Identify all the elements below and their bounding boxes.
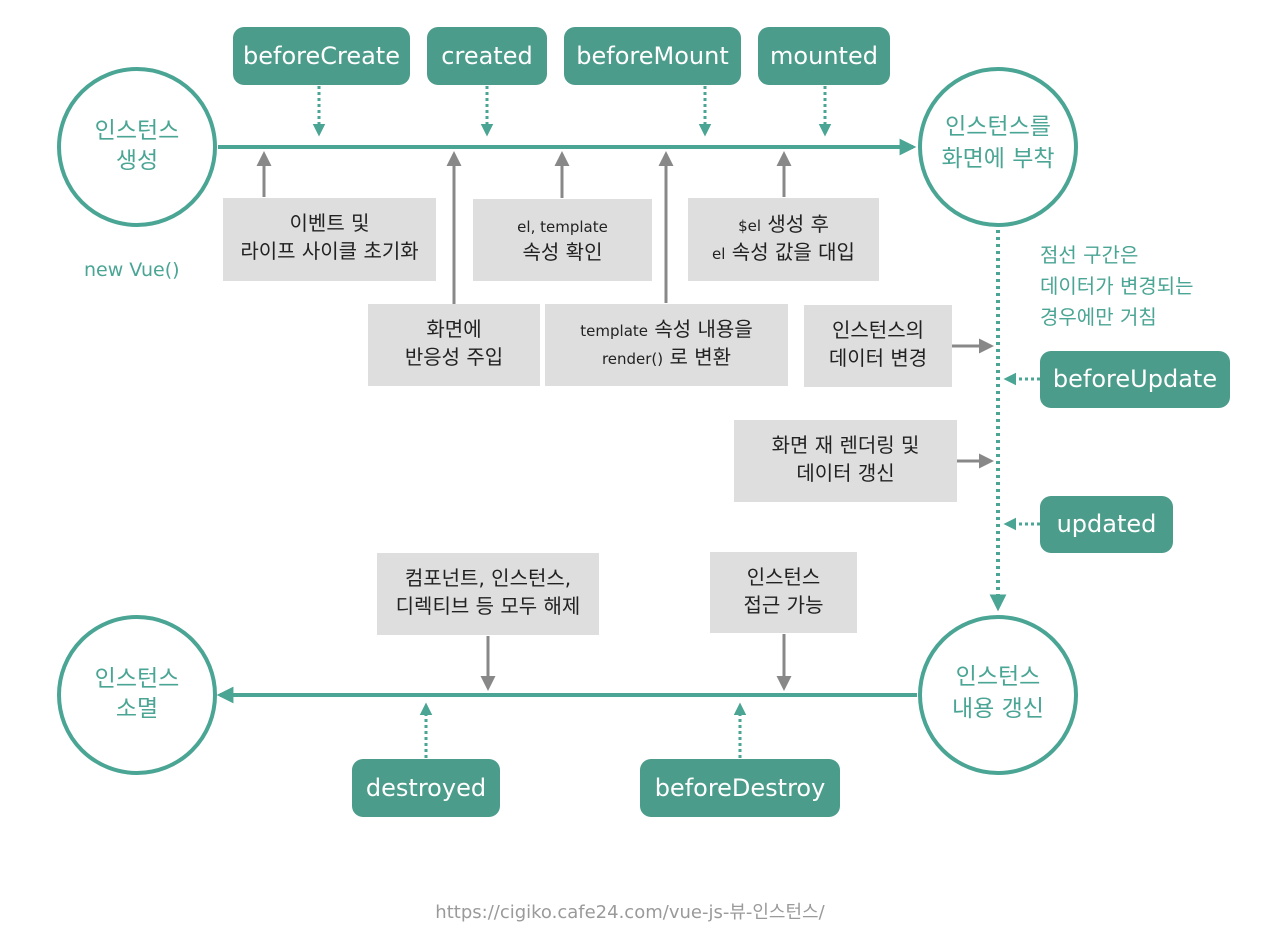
instance-update-label-2: 내용 갱신 bbox=[952, 696, 1044, 722]
hook-before-mount-label: beforeMount bbox=[576, 42, 728, 70]
el-assign-line-1: $el 생성 후 bbox=[738, 212, 829, 236]
rerender-line-1: 화면 재 렌더링 및 bbox=[772, 433, 920, 457]
teardown-line-1: 컴포넌트, 인스턴스, bbox=[405, 566, 571, 590]
instance-mount-label-2: 화면에 부착 bbox=[941, 146, 1054, 172]
reactivity-box: 화면에 반응성 주입 bbox=[368, 304, 540, 386]
instance-create-label-2: 생성 bbox=[116, 148, 158, 174]
instance-access-box: 인스턴스 접근 가능 bbox=[710, 552, 857, 633]
instance-destroy-label-1: 인스턴스 bbox=[95, 666, 180, 692]
source-url: https://cigiko.cafe24.com/vue-js-뷰-인스턴스/ bbox=[435, 902, 825, 923]
event-init-box: 이벤트 및 라이프 사이클 초기화 bbox=[223, 198, 436, 281]
teardown-line-2: 디렉티브 등 모두 해제 bbox=[396, 594, 581, 618]
instance-destroy-label-2: 소멸 bbox=[116, 696, 158, 722]
dotted-note-line-1: 점선 구간은 bbox=[1040, 243, 1138, 267]
instance-update-circle: 인스턴스 내용 갱신 bbox=[918, 615, 1078, 775]
el-assign-line-2-code: el bbox=[712, 245, 725, 263]
reactivity-line-2: 반응성 주입 bbox=[405, 345, 503, 369]
instance-create-label-1: 인스턴스 bbox=[95, 118, 180, 144]
template-render-line-2-code: render() bbox=[602, 350, 663, 368]
el-assign-line-1-text: 생성 후 bbox=[761, 212, 829, 236]
template-render-line-2-text: 로 변환 bbox=[663, 345, 731, 369]
dotted-note-line-2: 데이터가 변경되는 bbox=[1040, 274, 1194, 298]
hook-updated-label: updated bbox=[1057, 510, 1157, 538]
el-template-check-line-2: 속성 확인 bbox=[523, 240, 603, 264]
hook-before-update: beforeUpdate bbox=[1040, 351, 1230, 408]
template-render-line-1: template 속성 내용을 bbox=[580, 317, 752, 341]
rerender-line-2: 데이터 갱신 bbox=[796, 461, 894, 485]
hook-created: created bbox=[427, 27, 547, 85]
template-render-box: template 속성 내용을 render() 로 변환 bbox=[545, 304, 788, 386]
hook-destroyed: destroyed bbox=[352, 759, 500, 817]
el-assign-line-2-text: 속성 값을 대입 bbox=[725, 240, 854, 264]
hook-before-create: beforeCreate bbox=[233, 27, 410, 85]
el-assign-box: $el 생성 후 el 속성 값을 대입 bbox=[688, 198, 879, 281]
hook-destroyed-label: destroyed bbox=[366, 774, 486, 802]
data-change-line-1: 인스턴스의 bbox=[832, 318, 924, 342]
hook-before-mount: beforeMount bbox=[564, 27, 741, 85]
instance-mount-label-1: 인스턴스를 bbox=[945, 114, 1051, 140]
instance-create-circle: 인스턴스 생성 bbox=[57, 67, 217, 227]
el-template-check-box: el, template 속성 확인 bbox=[473, 199, 652, 281]
data-change-box: 인스턴스의 데이터 변경 bbox=[804, 305, 952, 387]
reactivity-line-1: 화면에 bbox=[426, 317, 481, 341]
template-render-line-1-text: 속성 내용을 bbox=[648, 317, 753, 341]
template-render-line-2: render() 로 변환 bbox=[602, 345, 731, 369]
hook-before-destroy-label: beforeDestroy bbox=[655, 774, 826, 802]
hook-updated: updated bbox=[1040, 496, 1173, 553]
data-change-line-2: 데이터 변경 bbox=[829, 346, 927, 370]
hook-created-label: created bbox=[441, 42, 532, 70]
instance-update-label-1: 인스턴스 bbox=[956, 664, 1041, 690]
rerender-box: 화면 재 렌더링 및 데이터 갱신 bbox=[734, 420, 957, 502]
hook-mounted-label: mounted bbox=[770, 42, 878, 70]
el-assign-line-2: el 속성 값을 대입 bbox=[712, 240, 855, 264]
hook-mounted: mounted bbox=[758, 27, 890, 85]
template-render-line-1-code: template bbox=[580, 322, 648, 340]
hook-before-update-label: beforeUpdate bbox=[1053, 365, 1217, 393]
event-init-line-1: 이벤트 및 bbox=[290, 211, 370, 235]
hook-before-create-label: beforeCreate bbox=[243, 42, 400, 70]
el-assign-line-1-code: $el bbox=[738, 217, 761, 235]
instance-mount-circle: 인스턴스를 화면에 부착 bbox=[918, 67, 1078, 227]
teardown-box: 컴포넌트, 인스턴스, 디렉티브 등 모두 해제 bbox=[377, 553, 599, 635]
event-init-line-2: 라이프 사이클 초기화 bbox=[240, 239, 418, 263]
new-vue-label: new Vue() bbox=[84, 259, 180, 281]
hook-before-destroy: beforeDestroy bbox=[640, 759, 840, 817]
el-template-check-line-1: el, template bbox=[517, 218, 608, 236]
dotted-note-line-3: 경우에만 거침 bbox=[1040, 305, 1157, 329]
instance-access-line-2: 접근 가능 bbox=[744, 593, 824, 617]
instance-access-line-1: 인스턴스 bbox=[747, 565, 821, 589]
instance-destroy-circle: 인스턴스 소멸 bbox=[57, 615, 217, 775]
